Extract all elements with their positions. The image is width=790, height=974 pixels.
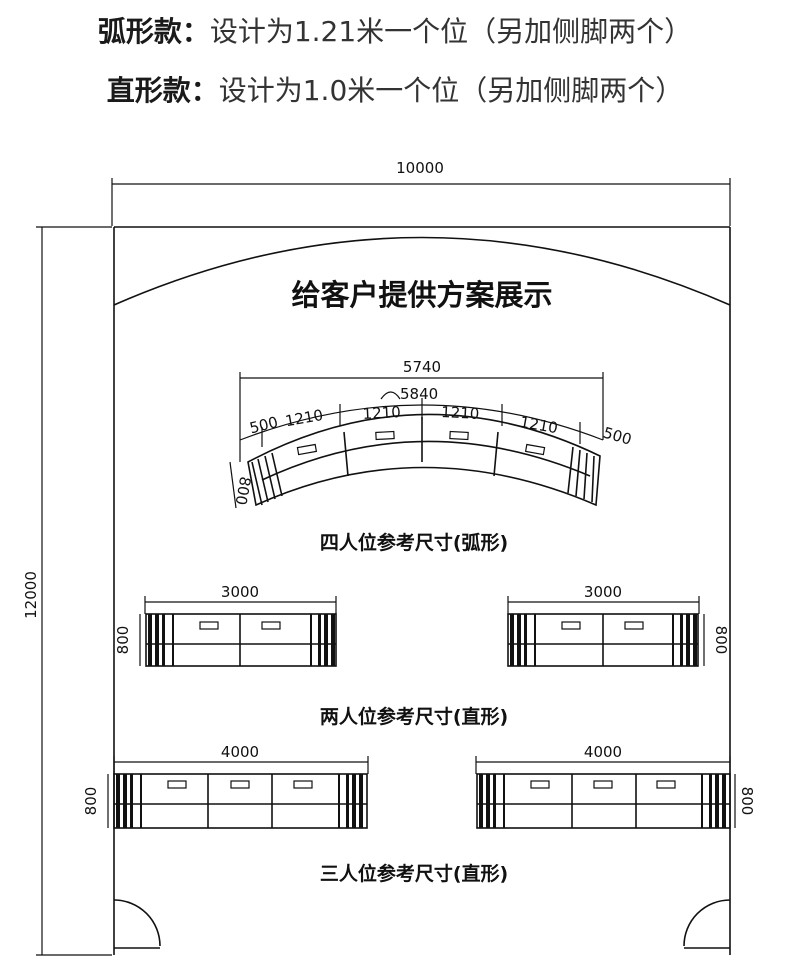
header-line-curved: 弧形款：设计为1.21米一个位（另加侧脚两个） <box>0 14 790 50</box>
overall-height-label: 12000 <box>22 571 40 619</box>
curved-drawer-2 <box>375 430 395 441</box>
three-seat-caption: 三人位参考尺寸(直形) <box>320 862 508 885</box>
arc-symbol <box>380 391 401 400</box>
curved-drawer-3 <box>449 430 469 441</box>
drawer <box>593 780 613 789</box>
drawer <box>561 621 581 630</box>
curved-end-left-label: 500 <box>248 413 280 437</box>
curved-desk-inner-line <box>261 440 591 481</box>
three-seat-desk-right: 4000 800 <box>475 743 756 829</box>
drawer <box>293 780 313 789</box>
curved-end-panel-left <box>251 452 283 506</box>
curved-drawer-4 <box>524 443 546 456</box>
drawer <box>261 621 281 630</box>
curved-seat-4-label: 1210 <box>519 413 560 437</box>
two-seat-right-depth-label: 800 <box>712 626 730 655</box>
drawer <box>199 621 219 630</box>
curved-style-label: 弧形款： <box>97 15 210 48</box>
overall-height-dimension: 12000 <box>22 226 112 956</box>
curved-seat-3-label: 1210 <box>441 403 480 423</box>
two-seat-caption: 两人位参考尺寸(直形) <box>320 705 508 728</box>
curved-end-right-label: 500 <box>601 424 633 449</box>
curved-depth-label: 800 <box>232 475 255 506</box>
header-line-straight: 直形款：设计为1.0米一个位（另加侧脚两个） <box>0 73 790 109</box>
door-left <box>113 899 161 949</box>
curved-wall <box>113 236 731 306</box>
curved-seat-2-label: 1210 <box>362 403 401 423</box>
three-seat-right-depth-label: 800 <box>738 787 756 816</box>
drawer <box>230 780 250 789</box>
curved-desk-body <box>247 413 601 507</box>
curved-style-spec: 设计为1.21米一个位（另加侧脚两个） <box>209 15 693 48</box>
two-seat-desk-left: 3000 800 <box>114 583 337 667</box>
curved-arc-label: 5840 <box>400 385 438 403</box>
two-seat-desk-right: 3000 800 <box>507 583 730 667</box>
two-seat-left-width-label: 3000 <box>221 583 259 601</box>
drawer <box>624 621 644 630</box>
straight-style-spec: 设计为1.0米一个位（另加侧脚两个） <box>218 74 684 107</box>
curved-seat-1-label: 1210 <box>284 406 325 430</box>
overall-width-dimension: 10000 <box>111 159 731 226</box>
drawer <box>656 780 676 789</box>
plan-title: 给客户提供方案展示 <box>291 278 552 312</box>
drawer <box>530 780 550 789</box>
three-seat-left-depth-label: 800 <box>82 787 100 816</box>
three-seat-right-width-label: 4000 <box>584 743 622 761</box>
curved-end-panel-right <box>567 446 595 503</box>
three-seat-desk-left: 4000 800 <box>82 743 369 829</box>
overall-width-label: 10000 <box>396 159 444 177</box>
straight-style-label: 直形款： <box>106 74 219 107</box>
two-seat-right-width-label: 3000 <box>584 583 622 601</box>
curved-desk-caption: 四人位参考尺寸(弧形) <box>320 531 508 554</box>
door-right <box>683 899 731 949</box>
curved-drawer-1 <box>296 443 318 456</box>
curved-chord-label: 5740 <box>403 358 441 376</box>
drawer <box>167 780 187 789</box>
two-seat-left-depth-label: 800 <box>114 626 132 655</box>
three-seat-left-width-label: 4000 <box>221 743 259 761</box>
room-outline <box>113 226 731 955</box>
curved-desk-group: 5740 5840 500 1210 1210 1210 1210 500 <box>229 358 634 554</box>
